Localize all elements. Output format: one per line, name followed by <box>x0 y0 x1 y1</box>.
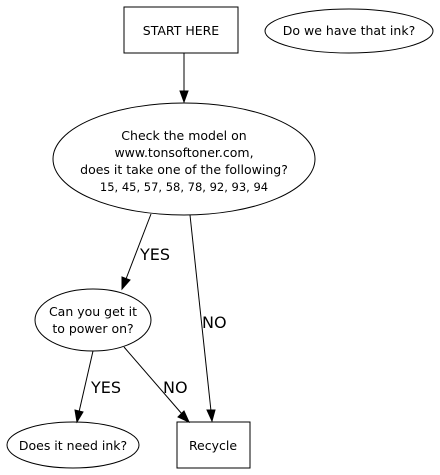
ink-question-ellipse <box>264 8 434 54</box>
recycle-node: Recycle <box>176 421 251 469</box>
edge-power-no-arrowhead <box>177 410 191 424</box>
recycle-label: Recycle <box>189 438 237 453</box>
power-on-ellipse <box>34 288 152 352</box>
edge-power-no: NO <box>123 346 191 424</box>
edge-power-yes: YES <box>74 350 121 424</box>
start-node: START HERE <box>123 6 239 54</box>
start-node-box <box>123 6 239 54</box>
recycle-box <box>176 421 251 469</box>
edge-check-yes-line <box>125 213 152 280</box>
check-model-line-4: 15, 45, 57, 58, 78, 92, 93, 94 <box>100 180 268 194</box>
edge-check-no: NO <box>189 214 227 423</box>
check-model-line-3: does it take one of the following? <box>80 162 288 177</box>
check-model-line-1: Check the model on <box>121 128 246 143</box>
start-node-label: START HERE <box>143 23 220 38</box>
edge-power-yes-line <box>78 350 94 413</box>
power-on-line-2: to power on? <box>52 321 133 336</box>
edge-power-yes-arrowhead <box>74 409 84 424</box>
edge-check-no-label: NO <box>202 313 227 332</box>
need-ink-node: Does it need ink? <box>6 421 140 469</box>
check-model-node: Check the model on www.tonsoftoner.com, … <box>52 102 316 216</box>
edge-power-no-line <box>123 346 183 415</box>
edge-check-yes-arrowhead <box>121 276 131 291</box>
edge-power-no-label: NO <box>163 378 188 397</box>
edge-power-yes-label: YES <box>90 378 121 397</box>
edge-check-no-arrowhead <box>206 409 216 423</box>
check-model-line-2: www.tonsoftoner.com, <box>114 145 253 160</box>
ink-question-label: Do we have that ink? <box>283 23 415 38</box>
edge-check-yes: YES <box>121 213 170 291</box>
need-ink-label: Does it need ink? <box>19 438 127 453</box>
edge-check-no-line <box>189 214 212 412</box>
edge-start-to-check-arrowhead <box>179 90 189 104</box>
ink-question-node: Do we have that ink? <box>264 8 434 54</box>
edge-check-yes-label: YES <box>139 245 170 264</box>
edge-start-to-check <box>179 53 189 104</box>
need-ink-ellipse <box>6 421 140 469</box>
power-on-line-1: Can you get it <box>49 304 137 319</box>
power-on-node: Can you get it to power on? <box>34 288 152 352</box>
